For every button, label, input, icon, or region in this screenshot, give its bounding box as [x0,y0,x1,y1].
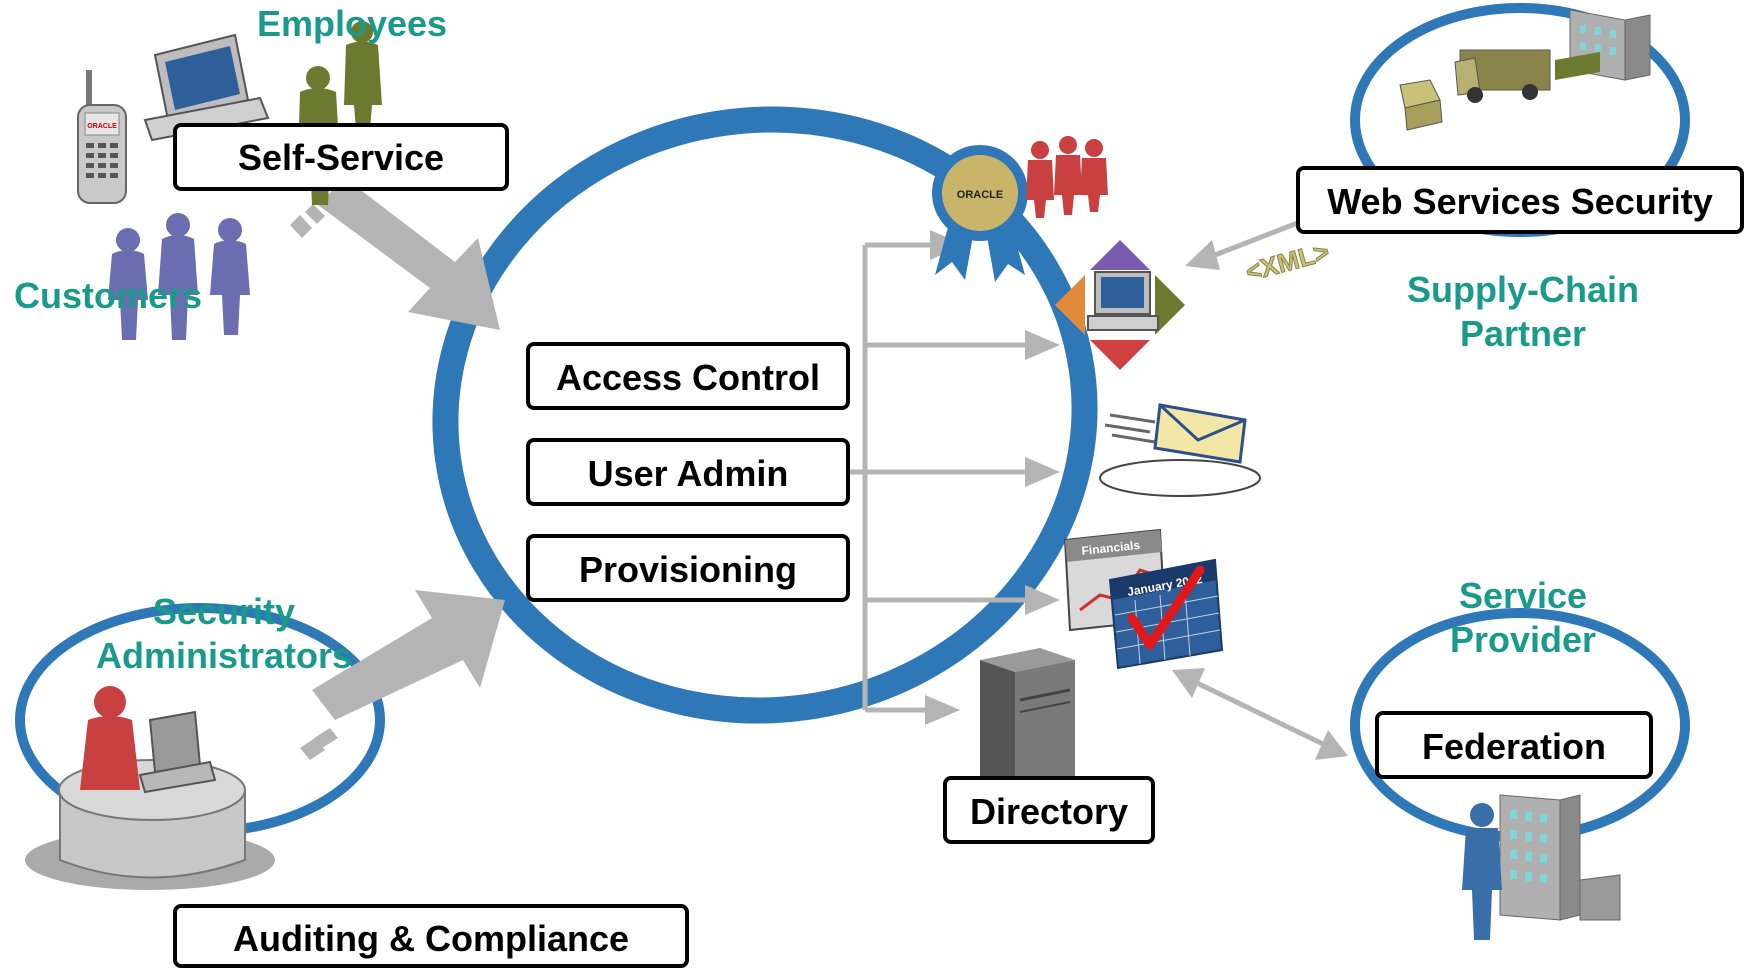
phone-brand-label: ORACLE [87,123,117,130]
supply-chain-label-line2: Partner [1460,313,1586,354]
xml-tag-label: <XML> [1242,236,1332,287]
self-service-box: Self-Service [173,123,509,191]
employees-label: Employees [257,3,447,44]
service-provider-label-line2: Provider [1450,619,1596,660]
financials-calendar-icon: Financials January 2002 [1063,528,1224,670]
admin-arrow [300,590,505,760]
access-control-box: Access Control [526,342,850,410]
federation-box: Federation [1375,711,1653,779]
service-provider-label-line1: Service [1459,575,1587,616]
award-brand-label: ORACLE [957,189,1003,201]
provisioning-label: Provisioning [579,549,797,590]
access-control-label: Access Control [556,357,820,398]
red-people-icon [1026,136,1108,218]
supply-chain-label-line1: Supply-Chain [1407,269,1639,310]
security-admin-desk-icon [25,686,275,890]
directory-box: Directory [943,776,1155,844]
web-services-security-label: Web Services Security [1327,181,1713,222]
customers-label: Customers [14,275,202,316]
web-services-security-box: Web Services Security [1296,166,1744,234]
security-label-line2: Administrators [96,635,352,676]
provisioning-box: Provisioning [526,534,850,602]
report-title-label: Financials [1081,538,1141,558]
customers-people-icon [108,213,250,340]
service-connectors [848,230,1060,725]
self-service-arrow [290,178,500,330]
networked-computer-icon [1055,240,1185,370]
mobile-phone-icon: ORACLE [77,70,127,204]
directory-label: Directory [970,791,1128,832]
directory-server-icon [980,648,1075,790]
federation-double-arrow [1172,668,1348,760]
desktop-computer-icon [143,33,270,142]
security-label-line1: Security [153,591,295,632]
user-admin-label: User Admin [588,453,789,494]
user-admin-box: User Admin [526,438,850,506]
service-provider-icon [1462,794,1621,940]
central-ring [432,106,1098,724]
auditing-compliance-box: Auditing & Compliance [173,904,689,968]
federation-label: Federation [1422,726,1606,767]
email-envelope-icon [1099,403,1261,497]
self-service-label: Self-Service [238,137,444,178]
supply-chain-icon [1399,9,1651,131]
auditing-compliance-label: Auditing & Compliance [233,918,629,959]
oracle-award-ribbon-icon: ORACLE [932,145,1028,282]
